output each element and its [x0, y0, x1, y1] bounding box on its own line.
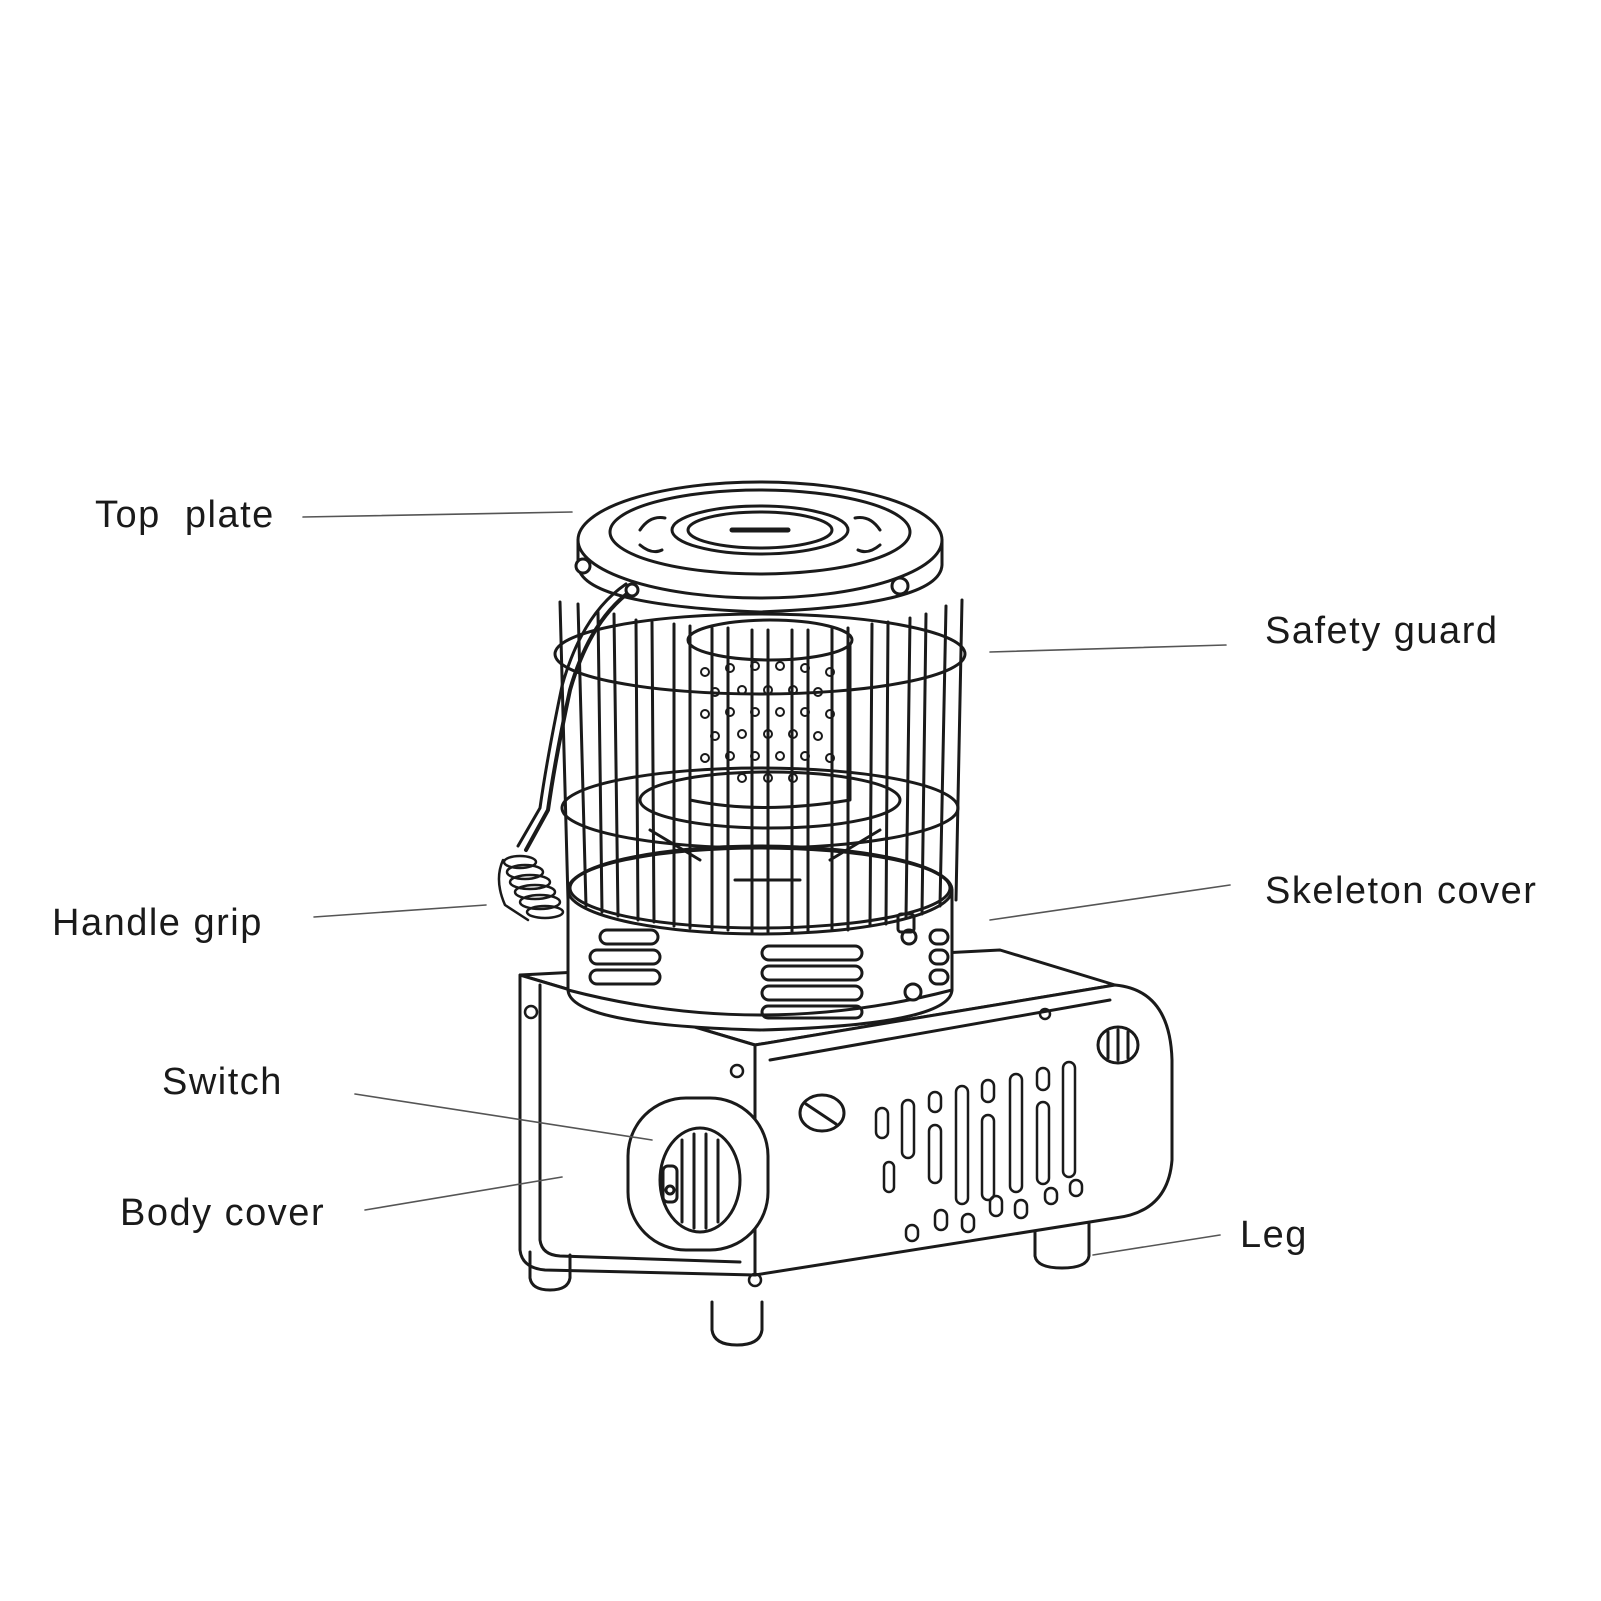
body-vent-slots	[874, 1060, 1084, 1243]
legs	[528, 1222, 1091, 1347]
side-knobs	[798, 1025, 1140, 1133]
label-body-cover: Body cover	[120, 1192, 326, 1234]
label-safety-guard: Safety guard	[1265, 610, 1499, 652]
label-top-plate: Top plate	[95, 494, 275, 536]
leader-handle-grip	[313, 904, 487, 918]
top-plate	[574, 480, 944, 614]
leader-skeleton-cover	[989, 884, 1231, 921]
leader-lines	[302, 511, 1231, 1256]
switch-knob	[626, 1096, 770, 1252]
body-rivets	[523, 1004, 1052, 1288]
guard-bars	[558, 598, 964, 934]
label-skeleton-cover: Skeleton cover	[1265, 870, 1538, 912]
leader-switch	[354, 1093, 653, 1141]
leader-leg	[1092, 1234, 1221, 1256]
skeleton-cover	[566, 844, 954, 1032]
label-switch: Switch	[162, 1061, 283, 1103]
leader-body-cover	[364, 1176, 563, 1211]
leader-safety-guard	[989, 644, 1227, 653]
handle	[516, 582, 640, 852]
handle-grip-spring	[497, 854, 565, 922]
leader-top-plate	[302, 511, 573, 518]
label-handle-grip: Handle grip	[52, 902, 263, 944]
label-leg: Leg	[1240, 1214, 1308, 1256]
